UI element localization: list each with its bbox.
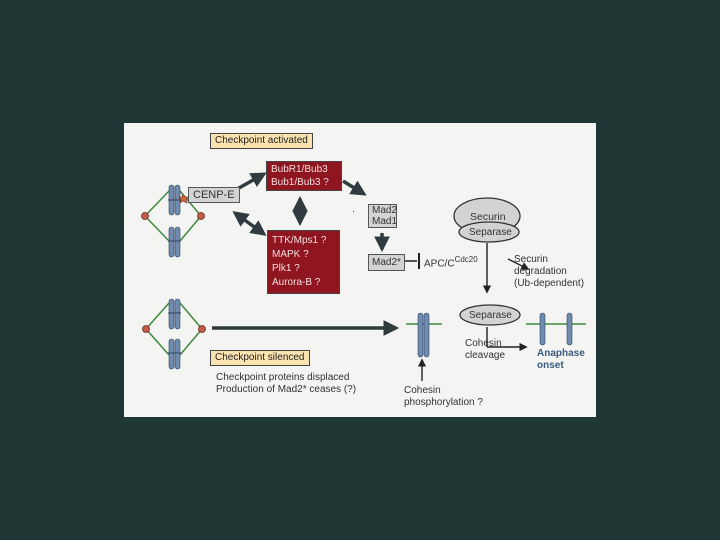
cenp-e-label: CENP-E: [188, 187, 240, 203]
chromosome-attached: [168, 226, 181, 258]
separase-free-label: Separase: [469, 310, 512, 321]
apc-c-superscript: Cdc20: [454, 255, 478, 264]
cohesin-cleavage-line-1: Cohesin: [465, 338, 502, 349]
kinase-mapk: MAPK ?: [272, 249, 309, 260]
cohesin-phosphorylation-line-1: Cohesin: [404, 385, 441, 396]
bub1-bub3-label: Bub1/Bub3 ?: [271, 177, 329, 188]
securin-degradation-line-1: Securin: [514, 254, 548, 265]
anaphase-onset-line-2: onset: [537, 360, 564, 371]
checkpoint-silenced-label: Checkpoint silenced: [210, 350, 310, 366]
cohesin-cleavage-text: Cohesin cleavage: [465, 338, 505, 362]
mad1-label: Mad1: [372, 216, 398, 227]
kinase-ttk-mps1: TTK/Mps1 ?: [272, 235, 327, 246]
securin-separase-complex: [453, 197, 521, 243]
spindle-pole-right: [197, 212, 205, 220]
cohesin-cleavage-line-2: cleavage: [465, 350, 506, 361]
silenced-notes: Checkpoint proteins displaced Production…: [216, 372, 356, 396]
mad2-star-label: Mad2*: [368, 254, 405, 271]
anaphase-onset-line-1: Anaphase: [537, 348, 585, 359]
bub-complex-box: BubR1/Bub3 Bub1/Bub3 ?: [266, 161, 342, 191]
spindle-pole-left: [141, 212, 149, 220]
apc-c-base: APC/C: [424, 258, 455, 270]
silenced-note-1: Checkpoint proteins displaced: [216, 372, 350, 383]
anaphase-onset-text: Anaphase onset: [537, 348, 585, 372]
cenp-e-star-icon: [178, 193, 189, 204]
securin-degradation-line-3: (Ub-dependent): [514, 278, 585, 289]
cohesin-phosphorylation-line-2: phosphorylation ?: [404, 397, 483, 408]
chromosome-unattached: [168, 184, 181, 216]
kinase-aurora-b: Aurora-B ?: [272, 277, 321, 288]
spindle-activated: [141, 184, 205, 258]
mad2-label: Mad2: [372, 205, 398, 216]
spindle-silenced: [142, 298, 206, 370]
silenced-note-2: Production of Mad2* ceases (?): [216, 384, 357, 395]
chromatids-anaphase: [526, 312, 586, 346]
diagram-graphics: [141, 172, 586, 381]
mad2-mad1-box: Mad2 Mad1: [368, 204, 397, 228]
securin-degradation-line-2: degradation: [514, 266, 567, 277]
chromosome-metaphase: [406, 312, 442, 358]
checkpoint-diagram: Checkpoint activated CENP-E BubR1/Bub3 B…: [124, 123, 596, 417]
kinase-plk1: Plk1 ?: [272, 263, 300, 274]
separase-free: [459, 304, 521, 326]
kinase-box: TTK/Mps1 ? MAPK ? Plk1 ? Aurora-B ?: [267, 230, 340, 294]
apc-c-label: APC/CCdc20: [424, 254, 478, 270]
separase-bound-label: Separase: [469, 227, 512, 238]
securin-degradation-text: Securin degradation (Ub-dependent): [514, 254, 584, 290]
cohesin-phosphorylation-text: Cohesin phosphorylation ?: [404, 385, 483, 409]
bubr1-bub3-label: BubR1/Bub3: [271, 164, 328, 175]
checkpoint-activated-label: Checkpoint activated: [210, 133, 313, 149]
securin-label: Securin: [470, 211, 506, 223]
